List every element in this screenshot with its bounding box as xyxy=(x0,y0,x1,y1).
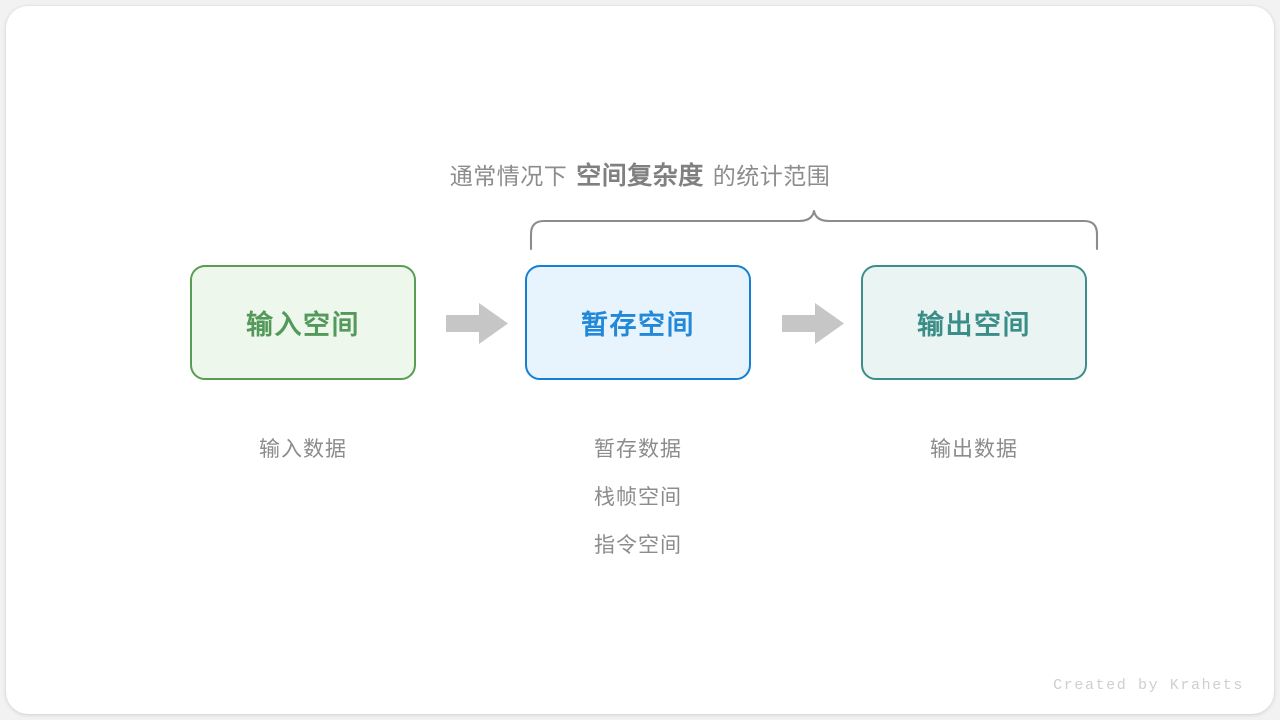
caption-line: 栈帧空间 xyxy=(594,486,682,509)
caption-temp-space: 暂存数据 栈帧空间 指令空间 xyxy=(525,426,751,570)
caption-line: 暂存数据 xyxy=(594,438,682,461)
right-arrow-icon xyxy=(782,303,844,344)
box-input-space-label: 输入空间 xyxy=(246,310,360,340)
caption-output-space: 输出数据 xyxy=(861,426,1087,474)
box-temp-space[interactable]: 暂存空间 xyxy=(525,265,751,380)
page-title: 通常情况下空间复杂度的统计范围 xyxy=(6,156,1274,192)
box-output-space-label: 输出空间 xyxy=(917,310,1031,340)
box-temp-space-label: 暂存空间 xyxy=(581,310,695,340)
title-suffix: 的统计范围 xyxy=(712,163,831,189)
caption-input-space: 输入数据 xyxy=(190,426,416,474)
brace-icon xyxy=(529,209,1099,251)
caption-line: 输入数据 xyxy=(259,438,347,461)
box-output-space[interactable]: 输出空间 xyxy=(861,265,1087,380)
caption-line: 指令空间 xyxy=(594,534,682,557)
footer-credit: Created by Krahets xyxy=(1053,677,1244,694)
scope-brace xyxy=(524,204,1104,256)
arrow-input-to-temp xyxy=(446,303,508,344)
right-arrow-icon xyxy=(446,303,508,344)
caption-line: 输出数据 xyxy=(930,438,1018,461)
title-emphasis: 空间复杂度 xyxy=(576,162,704,190)
title-prefix: 通常情况下 xyxy=(449,163,568,189)
box-input-space[interactable]: 输入空间 xyxy=(190,265,416,380)
arrow-temp-to-output xyxy=(782,303,844,344)
flow-row: 输入空间 暂存空间 输出空间 xyxy=(6,265,1274,383)
diagram-canvas: 通常情况下空间复杂度的统计范围 输入空间 暂存空间 输出空间 xyxy=(6,6,1274,714)
